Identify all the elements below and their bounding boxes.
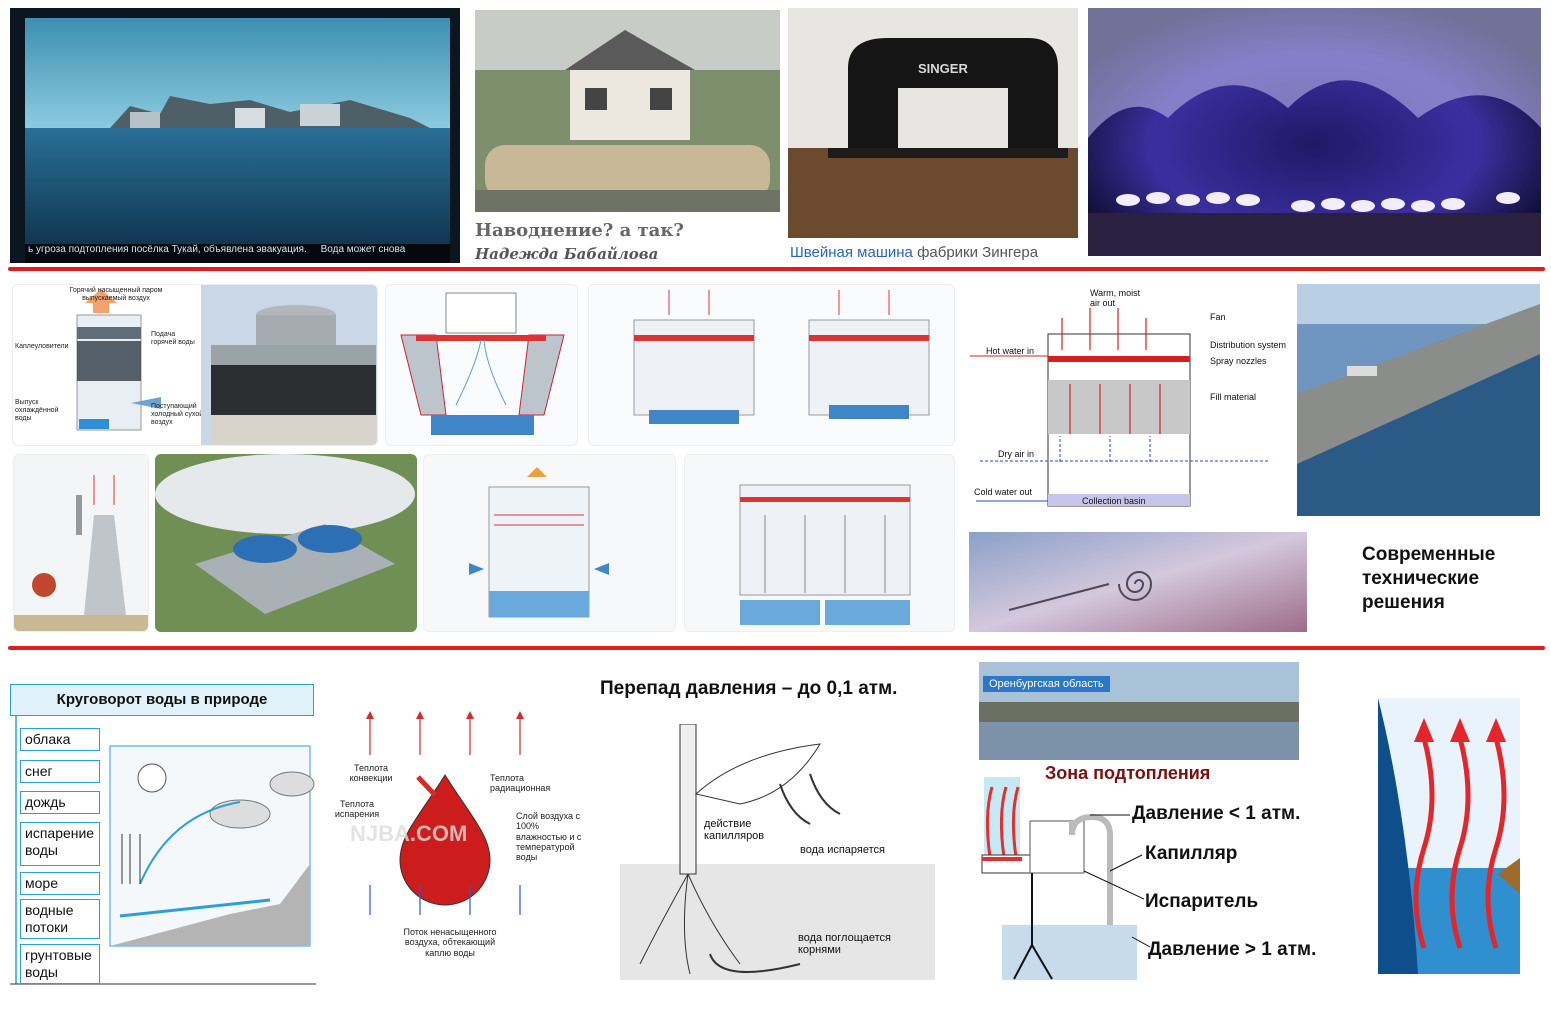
orenburg-river-photo: Оренбургская область: [979, 662, 1299, 760]
tower1-right1: Подача горячей воды: [151, 331, 195, 347]
plant-capillary-diagram: действие капилляров вода испаряется вода…: [620, 723, 935, 980]
tower1-left2: Выпуск охлаждённой воды: [15, 399, 59, 423]
singer-caption: Швейная машина фабрики Зингера: [790, 244, 1038, 261]
en-basin: Collection basin: [1082, 496, 1146, 506]
evaporator-device-diagram: Давление < 1 атм. Капилляр Испаритель Да…: [980, 775, 1400, 985]
spiral-jetty-photo: [969, 532, 1307, 632]
house-card[interactable]: Наводнение? а так? Надежда Бабайлова: [475, 10, 780, 265]
drop-watermark: NJBA.COM: [350, 821, 468, 846]
tower1-left1: Каплеуловители: [15, 343, 69, 350]
plant-evap-label: вода испаряется: [800, 844, 885, 856]
cycle-item-clouds: облака: [20, 728, 100, 751]
divider-bottom: [8, 646, 1545, 650]
cycle-item-streams: водные потоки: [20, 899, 100, 939]
drop-evap: Теплота испарения: [334, 799, 380, 820]
en-dist: Distribution system: [1210, 340, 1287, 350]
drop-rad: Теплота радиационная: [490, 773, 551, 794]
plant-roots-label: вода поглощается корнями: [798, 932, 891, 956]
evaporator-label: Испаритель: [1145, 891, 1259, 912]
en-dry: Dry air in: [998, 449, 1035, 459]
en-spray: Spray nozzles: [1210, 356, 1267, 366]
cooling-tower-diagram-1: Горячий насыщенный паром выпускаемый воз…: [12, 284, 378, 446]
cooling-tower-schematic-en: Warm, moist air out Fan Hot water in Dis…: [970, 284, 1290, 514]
en-fill: Fill material: [1210, 392, 1257, 402]
news-ticker: ь угроза подтопления посёлка Тукай, объя…: [28, 244, 406, 255]
capillary-label: Капилляр: [1145, 843, 1238, 864]
singer-sewing-machine-photo: SINGER: [788, 8, 1078, 238]
cooling-tower-diagram-2: [385, 284, 578, 446]
flood-photo: ь угроза подтопления посёлка Тукай, объя…: [10, 8, 460, 263]
tower1-right2: Поступающий холодный сухой воздух: [151, 403, 204, 427]
cooling-tower-diagram-4: [423, 454, 676, 632]
water-cycle-diagram: Круговорот воды в природе облака снег до…: [10, 684, 316, 989]
cycle-item-groundwater: грунтовые воды: [20, 944, 100, 984]
singer-link[interactable]: Швейная машина: [790, 244, 913, 261]
singer-brand: SINGER: [918, 61, 968, 76]
modern-solutions-label: Современные технические решения: [1362, 544, 1496, 613]
plant-cap-label: действие капилляров: [704, 818, 765, 842]
en-fan: Fan: [1210, 312, 1226, 322]
divider-top: [8, 267, 1545, 271]
cycle-item-rain: дождь: [20, 791, 100, 814]
cooling-tower-diagram-3: [588, 284, 955, 446]
cycle-item-sea: море: [20, 872, 100, 895]
cycle-item-evaporation: испарение воды: [20, 822, 100, 866]
cooling-fans-photo: [155, 454, 417, 632]
drop-flow: Поток ненасыщенного воздуха, обтекающий …: [403, 927, 497, 958]
cooling-tower-npp: [13, 454, 149, 632]
tower1-top: Горячий насыщенный паром выпускаемый воз…: [69, 287, 163, 303]
cycle-item-snow: снег: [20, 760, 100, 783]
droplet-heat-diagram: Теплота конвекции Теплота радиационная Т…: [330, 705, 590, 970]
dam-photo: [1297, 284, 1540, 516]
house-title[interactable]: Наводнение? а так?: [475, 220, 684, 241]
plant-title: Перепад давления – до 0,1 атм.: [600, 678, 898, 699]
en-warm: Warm, moist air out: [1090, 288, 1141, 308]
drop-conv: Теплота конвекции: [349, 763, 393, 784]
pressure-high-label: Давление > 1 атм.: [1148, 939, 1317, 960]
singer-caption-rest: фабрики Зингера: [917, 244, 1039, 261]
flood-scene: [25, 18, 450, 263]
orenburg-badge: Оренбургская область: [983, 676, 1110, 692]
singer-card[interactable]: SINGER Швейная машина фабрики Зингера: [788, 8, 1078, 266]
flood-zone-label: Зона подтопления: [1045, 763, 1211, 783]
evaporation-arrows-illustration: [1378, 698, 1520, 974]
ballet-photo: [1088, 8, 1541, 256]
drop-layer: Слой воздуха с 100% влажностью и с темпе…: [516, 811, 582, 863]
en-hot: Hot water in: [986, 346, 1035, 356]
water-cycle-title: Круговорот воды в природе: [10, 684, 314, 716]
en-cold: Cold water out: [974, 487, 1033, 497]
cooling-tower-photo: [201, 285, 377, 445]
house-author: Надежда Бабайлова: [475, 245, 659, 263]
cooling-tower-diagram-5: [684, 454, 955, 632]
sandbag-house-photo: [475, 10, 780, 212]
pressure-low-label: Давление < 1 атм.: [1132, 803, 1301, 824]
